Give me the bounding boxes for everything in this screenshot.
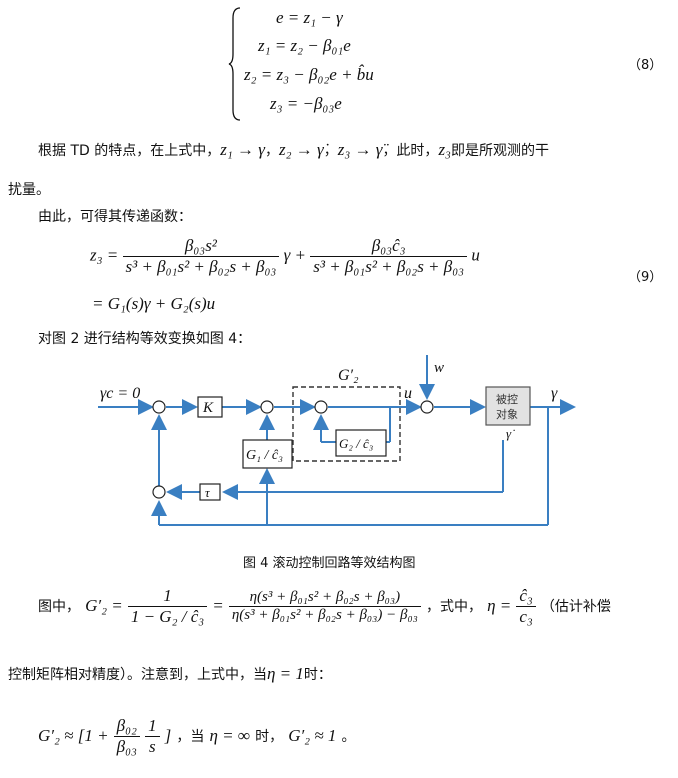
para6-cond: η = ∞ xyxy=(209,726,250,745)
para4-lhs: G′₂ = xyxy=(85,596,123,615)
figure-caption: 图 4 滚动控制回路等效结构图 xyxy=(243,556,416,571)
label-u: u xyxy=(404,385,412,402)
eq9-den1: s³ + β₀₁s² + β₀₂s + β₀₃ xyxy=(125,257,277,276)
para1-line1: 根据 TD 的特点，在上式中，z₁ → γ，z₂ → γ̇，z₃ → γ̈，此时… xyxy=(38,140,549,160)
para2: 由此，可得其传递函数： xyxy=(38,209,192,225)
eq8-line3: z₂ = z₃ − β₀₂e + b̂u xyxy=(244,65,374,84)
para4-eta: η = xyxy=(487,596,512,615)
label-g2c3: G₂ / ĉ₃ xyxy=(339,436,373,451)
para1-m3: z₃ → γ̈ xyxy=(337,140,383,159)
comma: ， xyxy=(264,143,279,159)
eq8-line1: e = z₁ − γ xyxy=(276,8,343,27)
para4-f1den: 1 − G₂ / ĉ₃ xyxy=(130,607,205,626)
label-gamma-c: γc = 0 xyxy=(100,385,140,402)
para3: 对图 2 进行结构等效变换如图 4： xyxy=(38,331,252,347)
para1-m4: z₃ xyxy=(438,140,451,159)
para6-end: 。 xyxy=(341,729,356,745)
para1-m2: z₂ → γ̇ xyxy=(278,140,324,159)
eq9-line2: = G₁(s)γ + G₂(s)u xyxy=(92,294,216,313)
label-g2prime: G′₂ xyxy=(338,367,359,384)
para6-text2: 时， xyxy=(255,729,284,745)
sum-junction-4 xyxy=(420,400,434,414)
sum-junction-1 xyxy=(152,400,166,414)
para1-text-a: 根据 TD 的特点，在上式中， xyxy=(38,143,221,159)
para5-cond: η = 1 xyxy=(267,664,304,683)
para4-mid: ，式中， xyxy=(425,599,482,615)
comma: ， xyxy=(323,143,338,159)
para5-text: 控制矩阵相对精度）。注意到，上式中，当 xyxy=(8,667,267,683)
para1-text-c: 即是所观测的干 xyxy=(450,143,549,159)
para6-fden: β₀₃ xyxy=(116,737,137,756)
para4-eq: = xyxy=(212,596,224,615)
sum-junction-3 xyxy=(314,400,328,414)
para6-gnum: 1 xyxy=(145,716,160,737)
eq9-num1: β₀₃s² xyxy=(122,236,280,257)
para5: 控制矩阵相对精度）。注意到，上式中，当η = 1时： xyxy=(8,664,332,684)
para4-f3num: ĉ₃ xyxy=(516,586,536,607)
para6-lhs: G′₂ ≈ [1 + xyxy=(38,726,109,745)
para6-text: ，当 xyxy=(176,729,205,745)
left-brace xyxy=(228,7,241,121)
para1-line2: 扰量。 xyxy=(8,182,50,198)
label-gamma-dot: γ̇ xyxy=(506,426,515,441)
eq8-line2: z₁ = z₂ − β₀₁e xyxy=(258,36,351,55)
block-g1 xyxy=(242,439,293,469)
para5-end: 时： xyxy=(303,667,332,683)
label-g1c3: G₁ / ĉ₃ xyxy=(246,448,283,463)
para6-gden: s xyxy=(149,737,156,756)
eq9-lhs: z₃ = xyxy=(90,245,119,265)
eq9-den2: s³ + β₀₁s² + β₀₂s + β₀₃ xyxy=(313,257,465,276)
block-k xyxy=(197,396,223,418)
para6-rb: ] xyxy=(164,726,172,745)
para4-prefix: 图中， xyxy=(38,599,80,615)
sum-junction-2 xyxy=(260,400,274,414)
eq9-tail: u xyxy=(471,245,480,265)
label-k: K xyxy=(202,400,214,416)
para4-suffix: （估计补偿 xyxy=(540,599,611,615)
para4-f1num: 1 xyxy=(127,586,208,607)
para4-frac2: η(s³ + β₀₁s² + β₀₂s + β₀₃)η(s³ + β₀₁s² +… xyxy=(228,589,421,624)
eq9-mid: γ + xyxy=(283,245,306,265)
block-g2 xyxy=(335,429,387,457)
para1-text-b: ，此时， xyxy=(382,143,439,159)
para6-res: G′₂ ≈ 1 xyxy=(288,726,337,745)
eq8-number: （8） xyxy=(628,58,663,73)
para4-f2den: η(s³ + β₀₁s² + β₀₂s + β₀₃) − β₀₃ xyxy=(231,607,418,623)
label-tau: τ xyxy=(205,485,211,500)
label-plant-line1: 被控 xyxy=(496,392,518,406)
eq9-number: （9） xyxy=(628,270,663,285)
para4-f2num: η(s³ + β₀₁s² + β₀₂s + β₀₃) xyxy=(228,589,421,607)
para4-f3den: c₃ xyxy=(519,607,533,626)
block-diagram: γc = 0 K G′₂ u w γ γ̇ G₁ / ĉ₃ G₂ / ĉ₃ τ … xyxy=(98,355,576,526)
eq9-num2: β₀₃ĉ₃ xyxy=(310,236,468,257)
label-w: w xyxy=(434,360,444,376)
g2prime-dashed-box xyxy=(292,386,401,462)
label-plant-line2: 对象 xyxy=(496,407,518,421)
sum-junction-5 xyxy=(152,485,166,499)
para6-fnum: β₀₂ xyxy=(113,716,140,737)
block-tau xyxy=(199,483,221,501)
eq8-line4: z₃ = −β₀₃e xyxy=(270,94,342,113)
label-gamma: γ xyxy=(551,385,558,402)
para1-m1: z₁ → γ xyxy=(220,140,265,159)
block-plant xyxy=(485,386,531,426)
